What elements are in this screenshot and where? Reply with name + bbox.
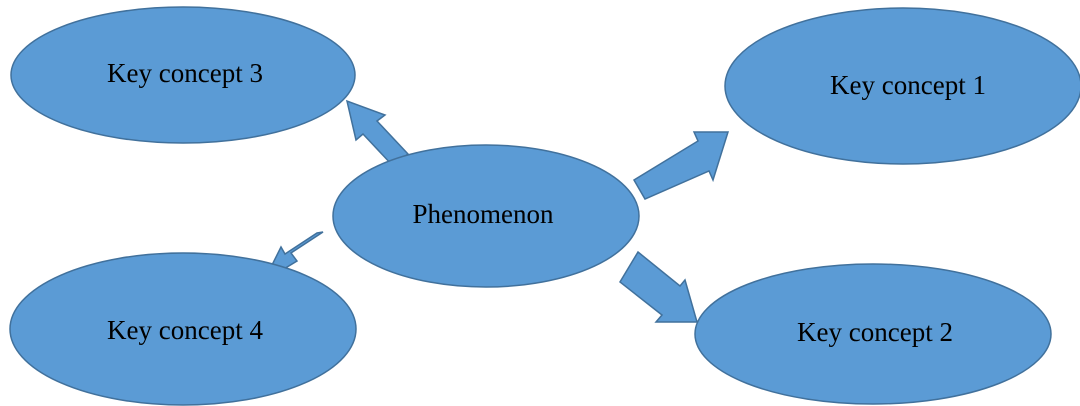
key-concept-2-label: Key concept 2: [797, 317, 953, 347]
key-concept-4-ellipse: [9, 252, 357, 406]
arrow-to-key-concept-1: [632, 131, 730, 200]
key-concept-4-label: Key concept 4: [107, 315, 263, 345]
key-concept-4-node: Key concept 4: [9, 252, 357, 406]
key-concept-2-ellipse: [694, 263, 1052, 405]
phenomenon-label: Phenomenon: [413, 199, 554, 229]
key-concept-3-label: Key concept 3: [107, 58, 263, 88]
key-concept-1-ellipse: [724, 7, 1080, 165]
key-concept-1-node: Key concept 1: [724, 7, 1080, 165]
key-concept-1-label: Key concept 1: [830, 70, 986, 100]
key-concept-3-node: Key concept 3: [10, 6, 356, 144]
phenomenon-ellipse: [332, 144, 640, 288]
key-concept-2-node: Key concept 2: [694, 263, 1052, 405]
key-concept-3-ellipse: [10, 6, 356, 144]
phenomenon-node: Phenomenon: [332, 144, 640, 288]
arrow-to-key-concept-2: [619, 250, 698, 323]
arrow-to-key-concept-3: [345, 99, 410, 168]
